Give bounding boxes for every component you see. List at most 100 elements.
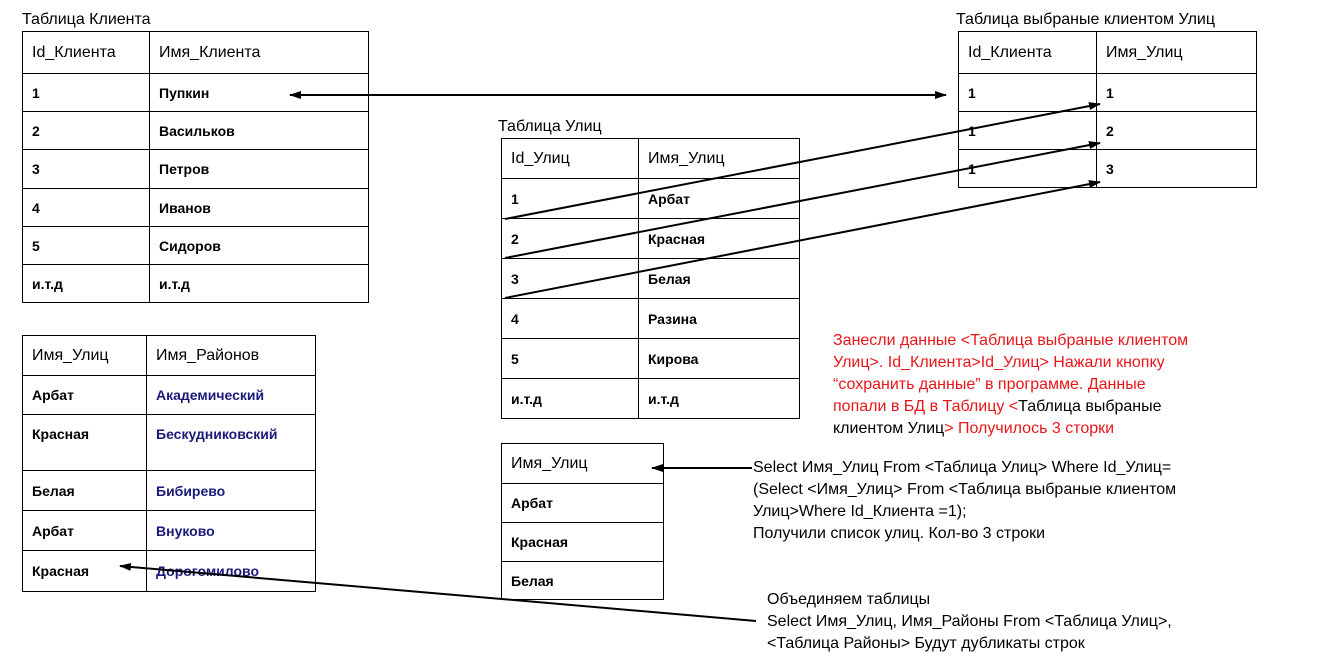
table-row: Белая <box>501 561 664 600</box>
cell: Сидоров <box>149 226 369 265</box>
cell: 3 <box>22 149 150 189</box>
clients-table-title: Таблица Клиента <box>22 11 151 28</box>
note-line: Select Имя_Улиц From <Таблица Улиц> Wher… <box>753 459 1172 476</box>
cell: Академический <box>146 375 316 415</box>
note-text: попали в БД в Таблицу < <box>833 398 1019 415</box>
cell: Иванов <box>149 188 369 227</box>
header-client-name: Имя_Клиента <box>149 31 369 74</box>
cell: Петров <box>149 149 369 189</box>
cell: Кирова <box>638 338 800 379</box>
note-text: > Получилось 3 сторки <box>944 420 1115 437</box>
saved-data-note: Занесли данные <Таблица выбраные клиенто… <box>833 330 1188 440</box>
cell: Арбат <box>638 178 800 219</box>
cell: 4 <box>22 188 150 227</box>
cell: 1 <box>1096 73 1257 112</box>
header-street-name: Имя_Улиц <box>501 443 664 484</box>
cell: Васильков <box>149 111 369 150</box>
header-street-name: Имя_Улиц <box>1096 31 1257 74</box>
result-streets-table: Имя_Улиц Арбат Красная Белая <box>501 443 664 600</box>
cell: Белая <box>638 258 800 299</box>
cell: Красная <box>638 218 800 259</box>
cell: 2 <box>1096 111 1257 150</box>
header-id-client: Id_Клиента <box>958 31 1097 74</box>
table-row: Арбат <box>501 483 664 523</box>
selected-table-title: Таблица выбраные клиентом Улиц <box>956 11 1216 28</box>
note-line: Занесли данные <Таблица выбраные клиенто… <box>833 332 1189 349</box>
cell: Арбат <box>22 510 147 551</box>
note-line: (Select <Имя_Улиц> From <Таблица выбраны… <box>753 481 1177 498</box>
join-note: Объединяем таблицы Select Имя_Улиц, Имя_… <box>767 589 1172 655</box>
cell: Арбат <box>22 375 147 415</box>
note-line: “сохранить данные” в программе. Данные <box>833 376 1146 393</box>
cell: Красная <box>22 550 147 592</box>
cell: Белая <box>22 470 147 511</box>
note-line: Select Имя_Улиц, Имя_Районы From <Таблиц… <box>767 613 1172 630</box>
note-line: Улиц>Where Id_Клиента =1); <box>753 503 967 520</box>
cell: 1 <box>501 178 639 219</box>
cell: Белая <box>501 561 664 600</box>
cell: Красная <box>501 522 664 562</box>
note-text: клиентом Улиц <box>833 420 945 437</box>
cell: 3 <box>501 258 639 299</box>
table-row: Красная <box>501 522 664 562</box>
cell: и.т.д <box>501 378 639 419</box>
cell: 1 <box>22 73 150 112</box>
cell: и.т.д <box>149 264 369 303</box>
cell: 1 <box>958 149 1097 188</box>
cell: 5 <box>501 338 639 379</box>
cell: и.т.д <box>638 378 800 419</box>
cell: Арбат <box>501 483 664 523</box>
note-text: Таблица выбраные <box>1018 398 1162 415</box>
cell: Пупкин <box>149 73 369 112</box>
cell: Разина <box>638 298 800 339</box>
header-id-street: Id_Улиц <box>501 138 639 179</box>
note-line: Объединяем таблицы <box>767 591 931 608</box>
cell: Бескудниковский <box>146 414 316 471</box>
cell: 1 <box>958 73 1097 112</box>
header-street-name: Имя_Улиц <box>638 138 800 179</box>
cell: 3 <box>1096 149 1257 188</box>
cell: Красная <box>22 414 147 471</box>
note-line: Получили список улиц. Кол-во 3 строки <box>753 525 1046 542</box>
cell: Бибирево <box>146 470 316 511</box>
cell: 4 <box>501 298 639 339</box>
cell: 2 <box>22 111 150 150</box>
query-note: Select Имя_Улиц From <Таблица Улиц> Wher… <box>753 457 1176 545</box>
cell: 2 <box>501 218 639 259</box>
note-line: <Таблица Районы> Будут дубликаты строк <box>767 635 1085 652</box>
streets-table-title: Таблица Улиц <box>498 118 602 135</box>
cell: 1 <box>958 111 1097 150</box>
header-street-name: Имя_Улиц <box>22 335 147 376</box>
header-district-name: Имя_Районов <box>146 335 316 376</box>
cell: 5 <box>22 226 150 265</box>
header-id-client: Id_Клиента <box>22 31 150 74</box>
note-line: Улиц>. Id_Клиента>Id_Улиц> Нажали кнопку <box>833 354 1165 371</box>
cell: Дорогомилово <box>146 550 316 592</box>
cell: и.т.д <box>22 264 150 303</box>
cell: Внуково <box>146 510 316 551</box>
